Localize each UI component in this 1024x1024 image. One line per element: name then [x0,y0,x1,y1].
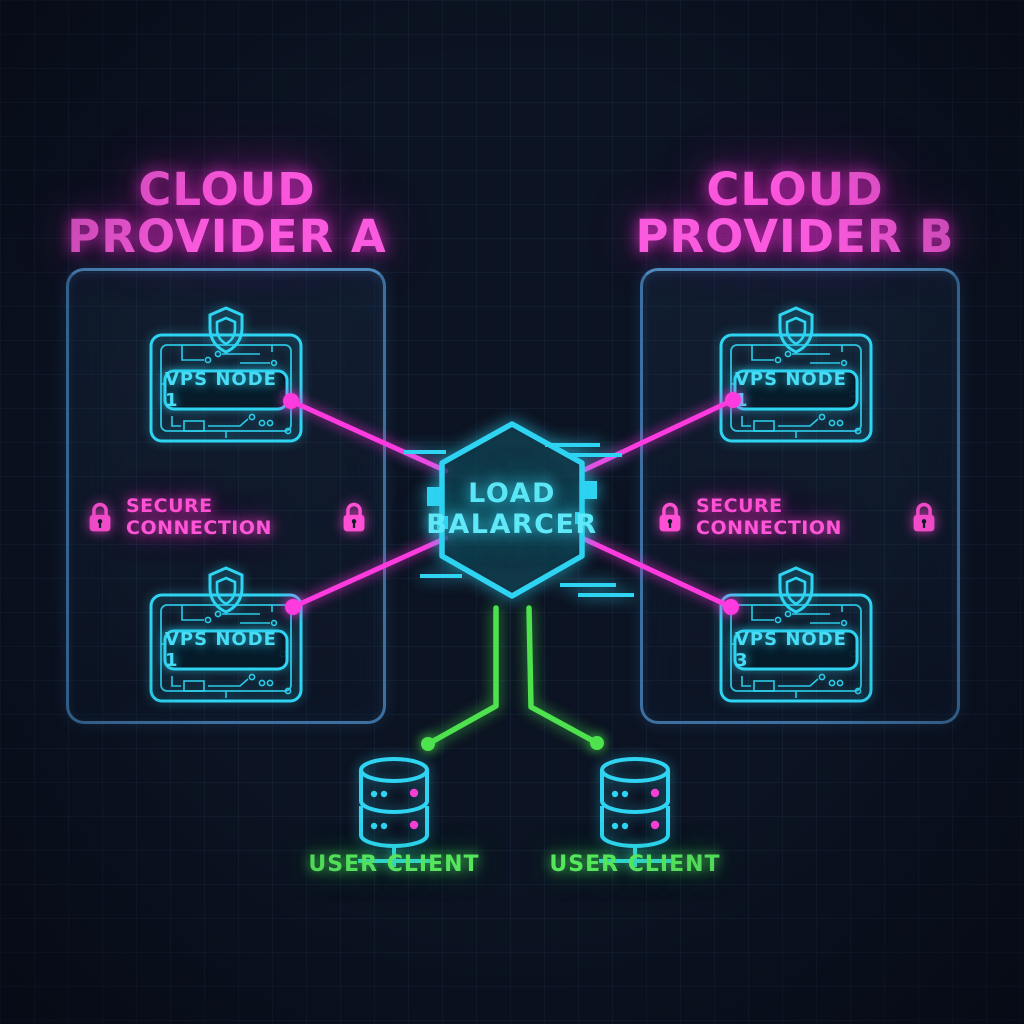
client-links [425,605,600,747]
load-balancer-label-line2: BALARCER [426,509,598,540]
user-client-right-label: USER CLIENT [549,852,721,877]
load-balancer-label-line1: LOAD [468,478,556,509]
client-link-endpoints [421,736,604,751]
user-client-left-label: USER CLIENT [308,852,480,877]
load-balancer-label: LOAD BALARCER [412,478,612,540]
